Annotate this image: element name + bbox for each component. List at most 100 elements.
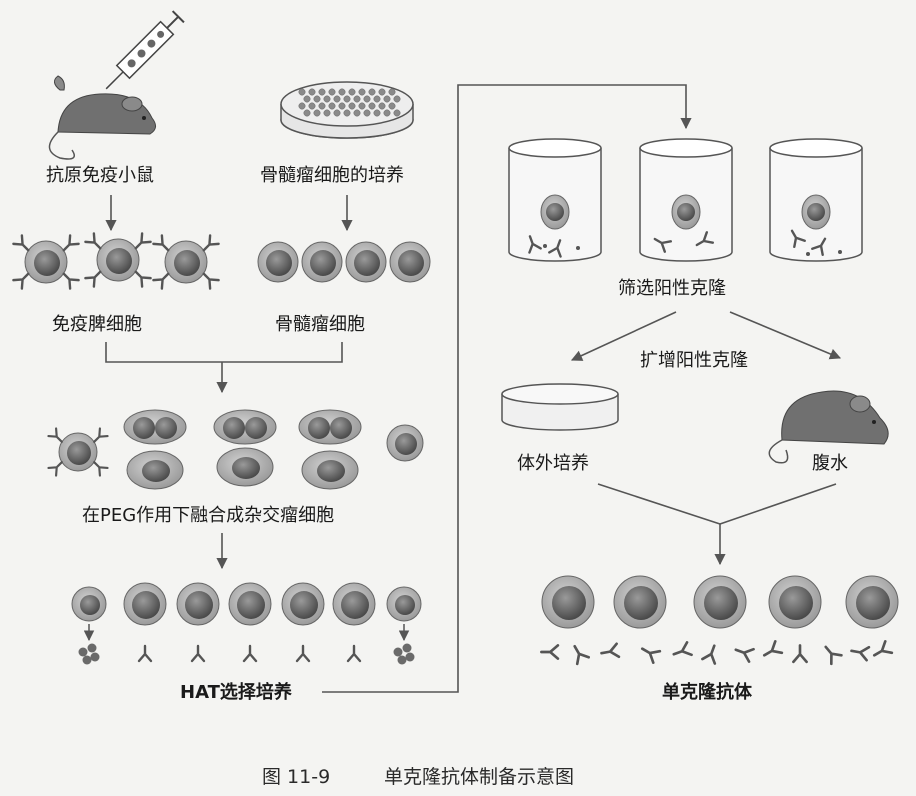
myeloma-cell xyxy=(301,241,343,283)
antibody-icon xyxy=(695,231,714,247)
petri-dish-icon xyxy=(280,81,414,139)
mab-cell xyxy=(541,575,595,629)
hat-cell xyxy=(123,582,167,626)
antibody-icon xyxy=(824,645,843,666)
label-myeloma-cells: 骨髓瘤细胞 xyxy=(275,314,365,335)
antibody-icon xyxy=(47,427,63,443)
fusion-cell-group xyxy=(47,409,424,490)
beaker-group xyxy=(508,138,863,262)
label-monoclonal-antibody: 单克隆抗体 xyxy=(662,681,753,703)
spleen-cell xyxy=(84,232,152,288)
hat-cell xyxy=(386,586,422,622)
arrow-to-ascites xyxy=(729,311,842,360)
antibody-icon xyxy=(190,644,206,663)
label-myeloma-culture: 骨髓瘤细胞的培养 xyxy=(260,165,404,186)
antibody-icon xyxy=(152,272,170,290)
hat-cell-group xyxy=(71,582,422,665)
mouse-icon xyxy=(768,390,889,464)
connector-hat-to-screening xyxy=(322,84,692,693)
converge-right xyxy=(719,483,837,525)
merge-bracket xyxy=(105,342,343,363)
antibody-icon xyxy=(47,461,63,477)
antibody-icon xyxy=(548,239,562,258)
beaker-icon xyxy=(769,138,863,262)
myeloma-cell xyxy=(257,241,299,283)
antibody-icon xyxy=(573,644,590,666)
antibody-icon xyxy=(242,644,258,663)
label-ascites: 腹水 xyxy=(812,453,848,474)
myeloma-cell xyxy=(389,241,431,283)
culture-dish-icon xyxy=(501,383,619,431)
antibody-icon xyxy=(540,644,560,660)
fused-cell-pair xyxy=(213,409,277,445)
myeloma-cell-group xyxy=(257,241,431,283)
antibody-icon xyxy=(137,644,153,663)
beaker-icon xyxy=(639,138,733,262)
dead-cell-fragment xyxy=(78,643,100,665)
syringe-icon xyxy=(105,10,185,90)
myeloma-cell xyxy=(345,241,387,283)
label-peg-fusion: 在PEG作用下融合成杂交瘤细胞 xyxy=(82,505,334,526)
spleen-cell-group xyxy=(12,232,220,290)
antibody-icon xyxy=(672,641,693,657)
antibody-cell-group xyxy=(540,575,899,666)
antibody-icon xyxy=(12,234,30,252)
antibody-icon xyxy=(811,237,827,256)
antibody-icon xyxy=(202,272,220,290)
antibody-icon xyxy=(528,235,542,254)
antibody-icon xyxy=(850,645,871,662)
label-hat-selection: HAT选择培养 xyxy=(180,681,293,703)
hat-cell xyxy=(228,582,272,626)
antibody-icon xyxy=(792,644,808,664)
spleen-cell xyxy=(47,427,109,477)
antibody-icon xyxy=(84,270,102,288)
hat-cell xyxy=(281,582,325,626)
antibody-icon xyxy=(134,270,152,288)
antibody-icon xyxy=(134,232,152,250)
dead-cell-fragment xyxy=(393,643,415,665)
antibody-icon xyxy=(872,640,894,657)
antibody-icon xyxy=(762,640,784,657)
antibody-icon xyxy=(202,234,220,252)
myeloma-cell xyxy=(386,424,424,462)
caption-figure-number: 图 11-9 xyxy=(262,766,330,788)
antibody-icon xyxy=(701,644,717,665)
spleen-cell xyxy=(12,234,80,290)
mouse-icon xyxy=(48,75,156,160)
arrow-to-invitro xyxy=(570,311,677,361)
antibody-icon xyxy=(346,644,362,663)
fused-cell-pair xyxy=(298,409,362,445)
label-in-vitro: 体外培养 xyxy=(517,453,589,474)
caption-title: 单克隆抗体制备示意图 xyxy=(384,766,574,788)
antibody-icon xyxy=(93,461,109,477)
antibody-icon xyxy=(152,234,170,252)
label-immunized-mouse: 抗原免疫小鼠 xyxy=(46,165,154,186)
hybridoma-cell xyxy=(301,450,359,490)
hat-cell xyxy=(176,582,220,626)
antibody-icon xyxy=(62,234,80,252)
antibody-icon xyxy=(12,272,30,290)
mab-cell xyxy=(845,575,899,629)
label-expand-positive: 扩增阳性克隆 xyxy=(640,350,748,371)
antibody-icon xyxy=(640,647,662,664)
label-spleen-cells: 免疫脾细胞 xyxy=(52,314,142,335)
antibody-icon xyxy=(600,642,621,659)
spleen-cell xyxy=(152,234,220,290)
fused-cell-pair xyxy=(123,409,187,445)
hybridoma-cell xyxy=(126,450,184,490)
mab-cell xyxy=(613,575,667,629)
antibody-icon xyxy=(93,427,109,443)
beaker-icon xyxy=(508,138,602,262)
antibody-icon xyxy=(790,229,806,248)
label-screen-positive: 筛选阳性克隆 xyxy=(618,278,726,299)
hat-cell xyxy=(71,586,107,622)
mab-cell xyxy=(693,575,747,629)
hat-cell xyxy=(332,582,376,626)
antibody-icon xyxy=(295,644,311,663)
antibody-icon xyxy=(734,647,755,663)
antibody-icon xyxy=(653,237,672,253)
antibody-icon xyxy=(62,272,80,290)
antibody-icon xyxy=(84,232,102,250)
mab-cell xyxy=(768,575,822,629)
